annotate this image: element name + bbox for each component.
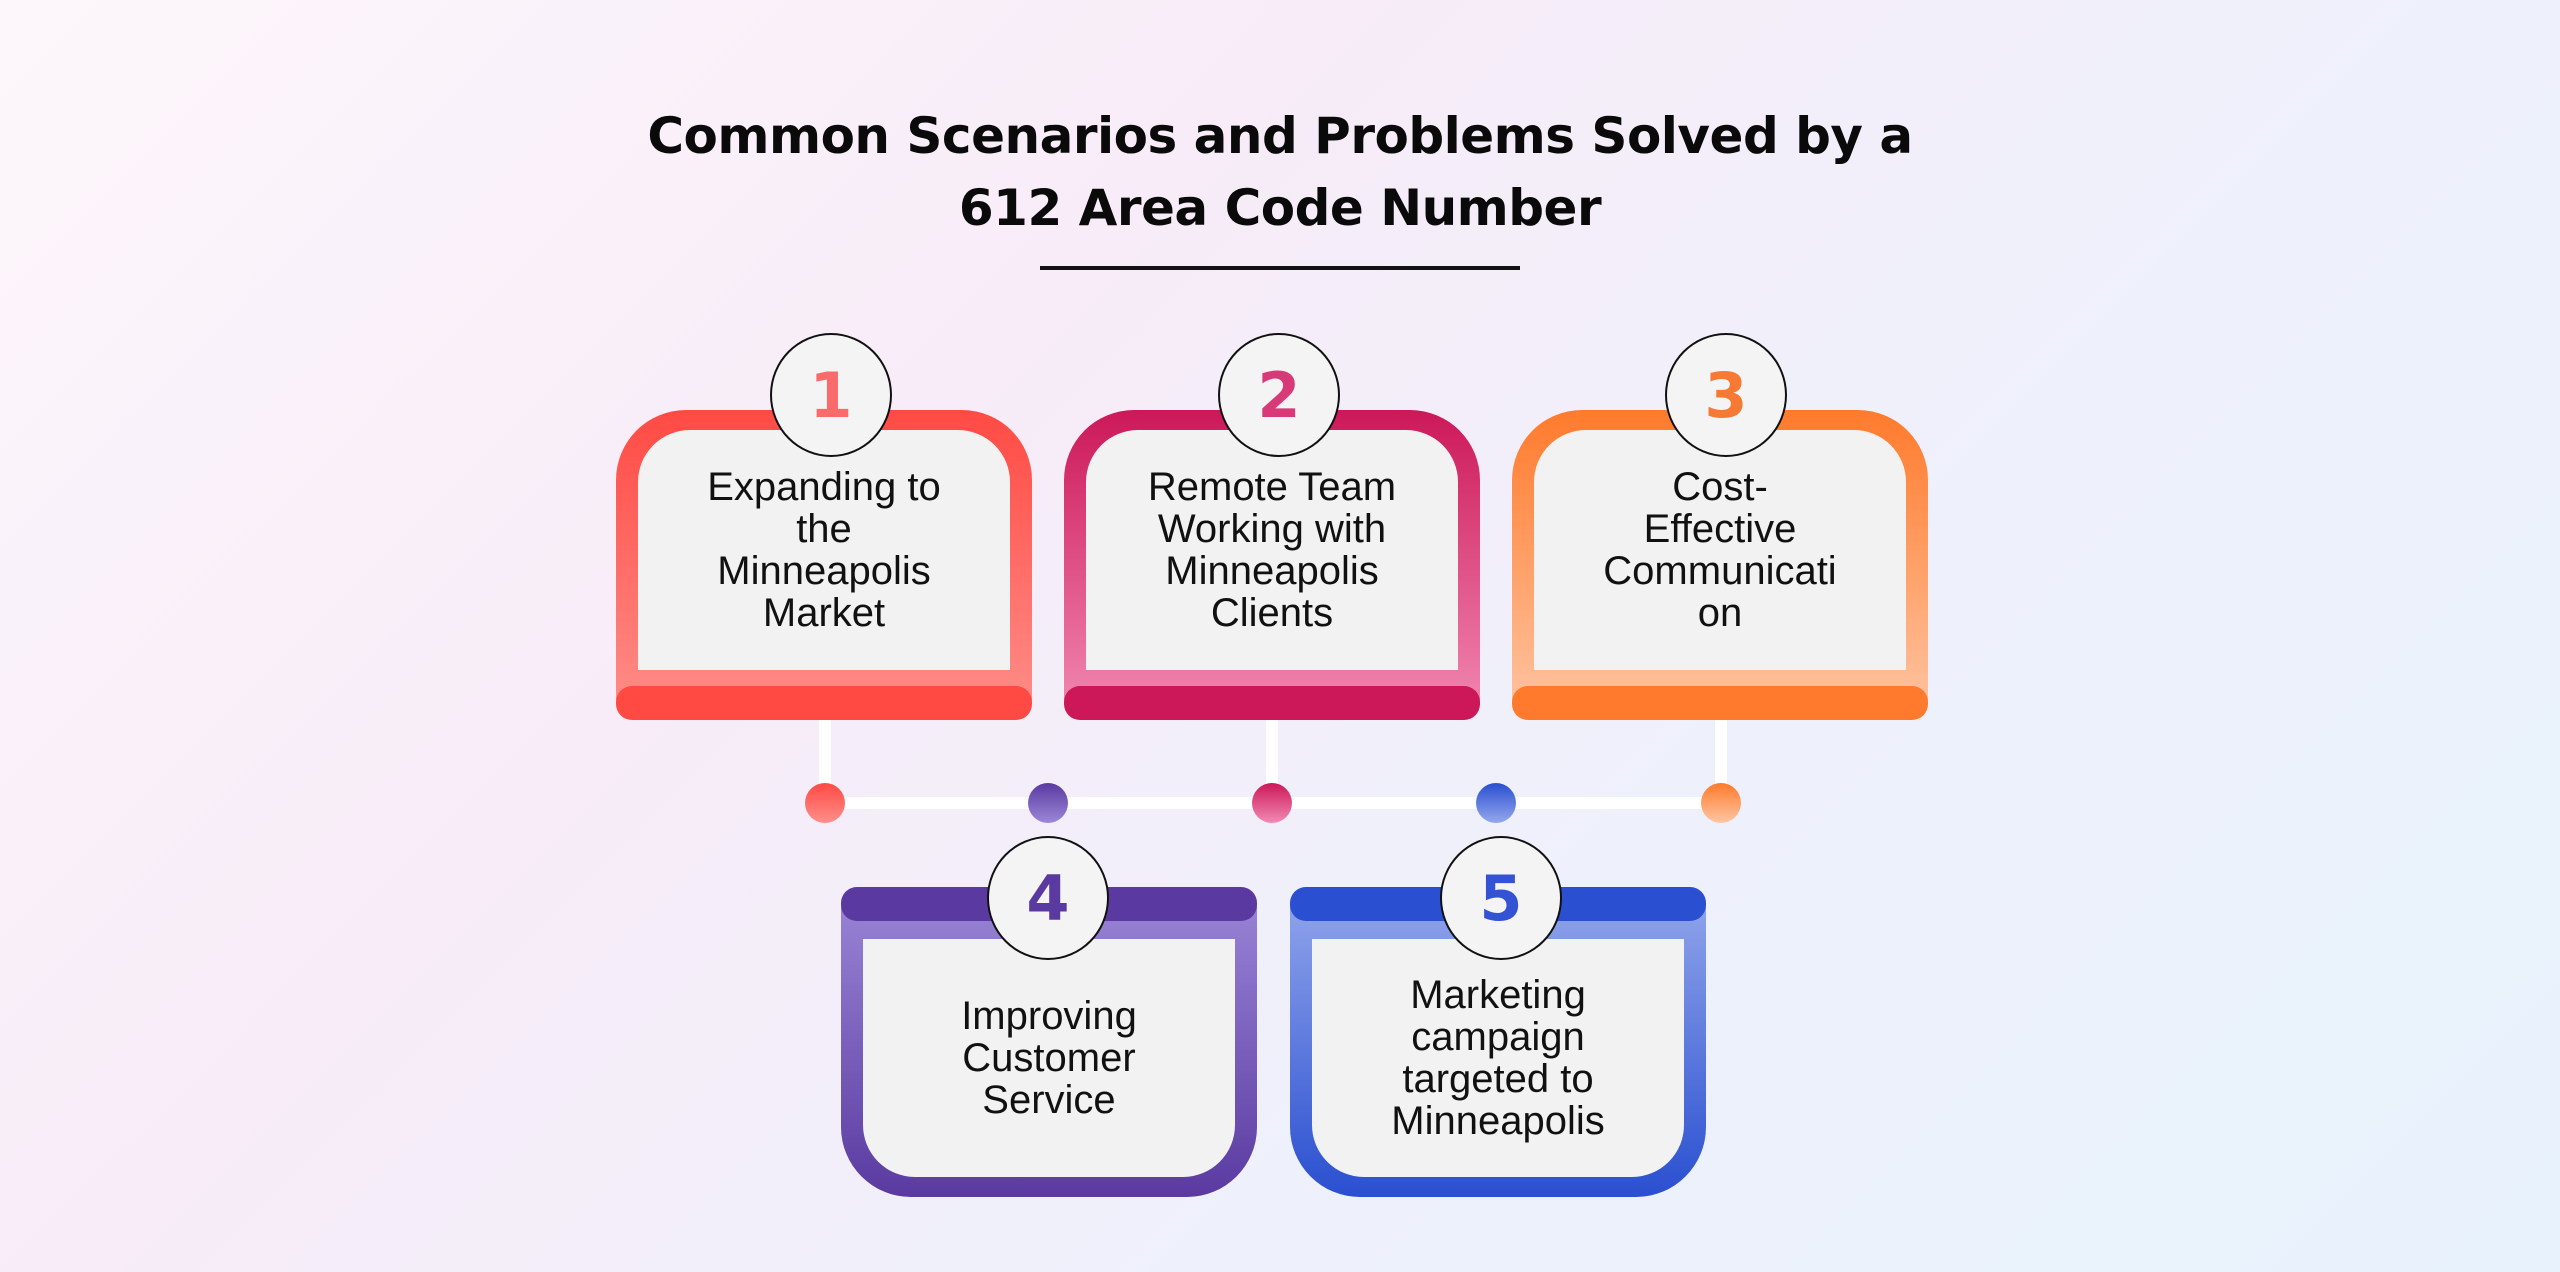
- card-text-line: Working with: [1157, 507, 1387, 551]
- connector-line: [1715, 720, 1727, 800]
- card-text-line: Communicati: [1603, 549, 1837, 593]
- card-bar: [616, 686, 1032, 720]
- title-underline: [1040, 266, 1520, 270]
- timeline-dot: [1252, 783, 1292, 823]
- card-text-line: Improving: [961, 994, 1137, 1038]
- number-badge: 5: [1440, 836, 1562, 960]
- card-text-line: Service: [982, 1078, 1116, 1122]
- card-text-line: Minneapolis: [717, 549, 931, 593]
- number-badge: 2: [1218, 333, 1340, 457]
- page-title: Common Scenarios and Problems Solved by …: [0, 100, 2560, 244]
- connector-line: [819, 720, 831, 800]
- card-text-line: Expanding to: [707, 465, 941, 509]
- card-bar: [1512, 686, 1928, 720]
- number-badge: 3: [1665, 333, 1787, 457]
- card-text-line: Market: [762, 591, 886, 635]
- connector-line: [1266, 720, 1278, 800]
- card-text-line: Cost-: [1672, 465, 1768, 509]
- card-bar: [1064, 686, 1480, 720]
- card-text-line: Minneapolis: [1165, 549, 1379, 593]
- timeline-dot: [805, 783, 845, 823]
- card-text-line: Marketing: [1410, 973, 1586, 1017]
- card-text-line: Clients: [1210, 591, 1334, 635]
- card-text-line: Remote Team: [1147, 465, 1397, 509]
- card-text-line: on: [1697, 591, 1743, 635]
- card-text-line: campaign: [1411, 1015, 1585, 1059]
- title-line-1: Common Scenarios and Problems Solved by …: [647, 107, 1913, 165]
- number-badge: 4: [987, 836, 1109, 960]
- card-text-line: Minneapolis: [1391, 1099, 1605, 1143]
- timeline-dot: [1028, 783, 1068, 823]
- card-text-line: Effective: [1643, 507, 1797, 551]
- card-text-line: the: [796, 507, 852, 551]
- card-text-line: targeted to: [1402, 1057, 1594, 1101]
- card-text-line: Customer: [962, 1036, 1136, 1080]
- timeline-dot: [1701, 783, 1741, 823]
- number-badge: 1: [770, 333, 892, 457]
- timeline-dot: [1476, 783, 1516, 823]
- title-line-2: 612 Area Code Number: [958, 179, 1602, 237]
